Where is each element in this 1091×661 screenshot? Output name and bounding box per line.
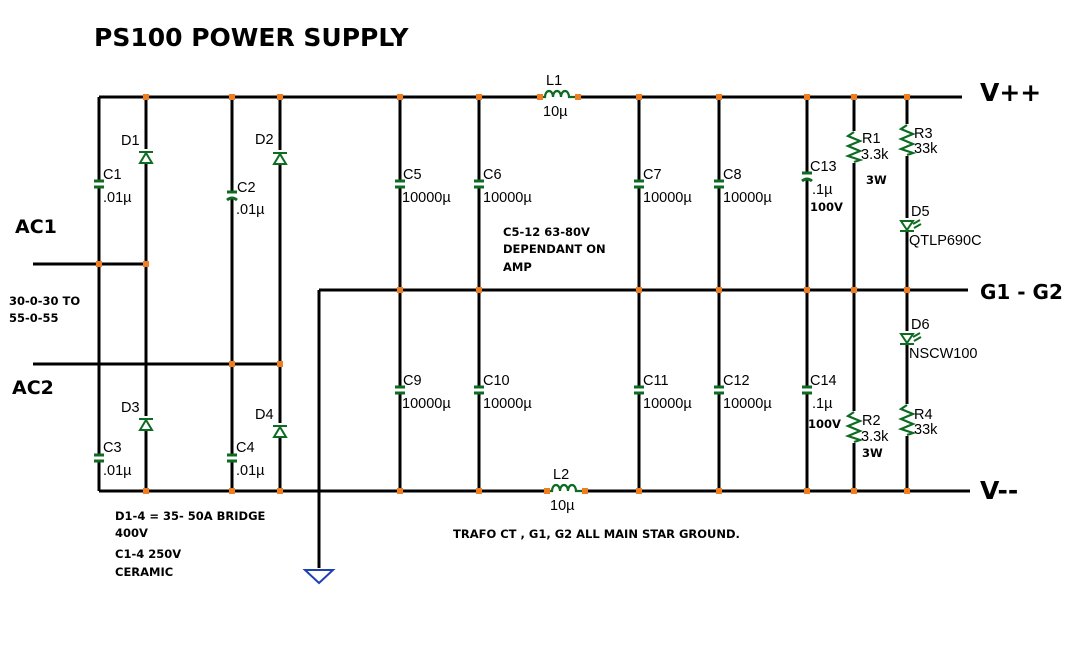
d4-label: D4 xyxy=(255,407,274,423)
l1-value: 10µ xyxy=(543,104,568,120)
d2-label: D2 xyxy=(255,132,274,148)
r2-power: 3W xyxy=(862,446,883,460)
cap-note-line1: C5-12 63-80V xyxy=(503,225,590,239)
c14-value: .1µ xyxy=(812,396,833,412)
ceramic-note-line2: CERAMIC xyxy=(115,565,173,579)
c2-label: C2 xyxy=(237,180,256,196)
r3-label: R3 xyxy=(914,126,933,142)
cap-note-line3: AMP xyxy=(503,260,532,274)
r4-value: 33k xyxy=(914,422,938,438)
r2-label: R2 xyxy=(862,413,881,429)
inductor-l2-symbol xyxy=(545,482,587,496)
c4-value: .01µ xyxy=(236,463,265,479)
c12-value: 10000µ xyxy=(723,396,772,412)
bridge-note-line1: D1-4 = 35- 50A BRIDGE xyxy=(115,509,266,523)
c2-value: .01µ xyxy=(236,202,265,218)
inductor-l1-symbol xyxy=(538,88,580,102)
c11-value: 10000µ xyxy=(643,396,692,412)
d1-label: D1 xyxy=(121,133,140,149)
d6-part: NSCW100 xyxy=(909,346,978,362)
d6-label: D6 xyxy=(911,317,930,333)
l2-label: L2 xyxy=(553,467,569,483)
c12-label: C12 xyxy=(723,373,750,389)
r1-power: 3W xyxy=(866,173,887,187)
c4-label: C4 xyxy=(236,440,255,456)
c3-value: .01µ xyxy=(103,463,132,479)
transformer-voltage-line2: 55-0-55 xyxy=(9,311,59,325)
c7-label: C7 xyxy=(643,167,662,183)
d5-part: QTLP690C xyxy=(909,233,982,249)
c10-label: C10 xyxy=(483,373,510,389)
r2-value: 3.3k xyxy=(861,429,889,445)
c3-label: C3 xyxy=(103,440,122,456)
r1-label: R1 xyxy=(862,131,881,147)
schematic-title: PS100 POWER SUPPLY xyxy=(94,23,409,52)
rail-vneg-label: V-- xyxy=(980,476,1018,505)
d5-label: D5 xyxy=(911,204,930,220)
r4-label: R4 xyxy=(914,407,933,423)
c14-rating: 100V xyxy=(808,417,841,431)
l1-label: L1 xyxy=(546,73,562,89)
c1-label: C1 xyxy=(103,167,122,183)
r3-value: 33k xyxy=(914,141,938,157)
d3-label: D3 xyxy=(121,400,140,416)
c5-label: C5 xyxy=(403,167,422,183)
ceramic-note-line1: C1-4 250V xyxy=(115,547,181,561)
c1-value: .01µ xyxy=(103,190,132,206)
bridge-note-line2: 400V xyxy=(115,526,148,540)
c8-label: C8 xyxy=(723,167,742,183)
c6-label: C6 xyxy=(483,167,502,183)
c10-value: 10000µ xyxy=(483,396,532,412)
c14-label: C14 xyxy=(810,373,837,389)
c13-rating: 100V xyxy=(810,200,843,214)
rail-vpos-label: V++ xyxy=(980,78,1041,107)
ground-note: TRAFO CT , G1, G2 ALL MAIN STAR GROUND. xyxy=(453,527,740,541)
c9-label: C9 xyxy=(403,373,422,389)
rail-ground-label: G1 - G2 xyxy=(980,280,1063,304)
transformer-voltage-line1: 30-0-30 TO xyxy=(9,294,80,308)
c9-value: 10000µ xyxy=(402,396,451,412)
c7-value: 10000µ xyxy=(643,190,692,206)
c11-label: C11 xyxy=(643,373,669,389)
ac1-label: AC1 xyxy=(15,216,57,238)
ground-icon xyxy=(302,569,336,585)
ac2-label: AC2 xyxy=(12,377,54,399)
r1-value: 3.3k xyxy=(861,147,889,163)
c5-value: 10000µ xyxy=(402,190,451,206)
c8-value: 10000µ xyxy=(723,190,772,206)
c6-value: 10000µ xyxy=(483,190,532,206)
junction-nodes xyxy=(96,94,910,494)
cap-note-line2: DEPENDANT ON xyxy=(503,242,606,256)
c13-label: C13 xyxy=(810,159,837,175)
l2-value: 10µ xyxy=(550,498,575,514)
c13-value: .1µ xyxy=(812,182,833,198)
